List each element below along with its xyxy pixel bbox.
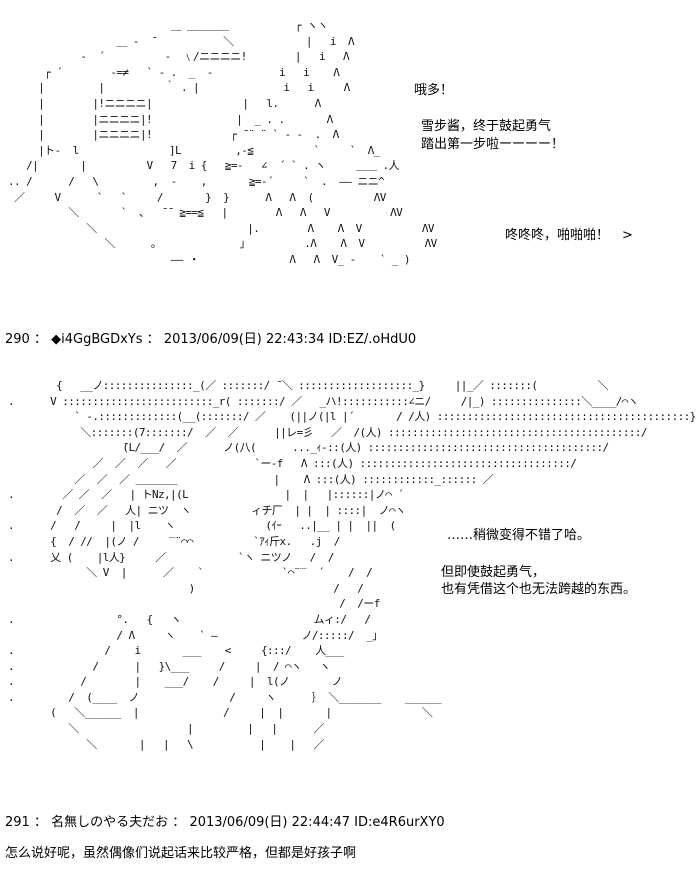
post-date: 2013/06/09(日) 22:43:34 — [163, 332, 325, 347]
dialogue-line-4: 咚咚咚，啪啪啪！ > — [505, 228, 633, 243]
post-header-290: 290 ： ◆i4GgBGDxYs ： 2013/06/09(日) 22:43:… — [5, 332, 416, 348]
poster-id[interactable]: ID:e4R6urXY0 — [354, 815, 445, 830]
poster-name[interactable]: 名無しのやる夫だお — [51, 815, 169, 830]
dialogue-line-6: 但即使鼓起勇气， — [441, 565, 546, 580]
dialogue-line-2: 雪步酱，终于鼓起勇气 — [421, 119, 552, 134]
dialogue-line-1: 哦多！ — [414, 83, 454, 98]
post-header-291: 291 ： 名無しのやる夫だお ： 2013/06/09(日) 22:44:47… — [5, 815, 445, 831]
post-date: 2013/06/09(日) 22:44:47 — [189, 815, 351, 830]
dialogue-line-7: 也有凭借这个也无法跨越的东西。 — [441, 582, 637, 597]
ascii-art-post-290: ＿ ＿＿＿＿ ┌ ヽヽ ＿ - ̄ ＼ | i Λ - ´ - ﹨/ニニニニ! … — [8, 19, 437, 266]
post-number: 290 — [5, 332, 30, 347]
dialogue-line-3: 踏出第一步啦ーーーー！ — [421, 137, 565, 152]
post-number: 291 — [5, 815, 30, 830]
dialogue-line-5: ……稍微变得不错了哈。 — [447, 528, 591, 543]
post-comment-291: 怎么说好呢，虽然偶像们说起话来比较严格，但都是好孩子啊 — [5, 846, 357, 861]
separator: ： — [33, 815, 47, 830]
poster-name[interactable]: ◆i4GgBGDxYs — [51, 332, 143, 347]
ascii-art-post-290-part-2: { __ノ:::::::::::::::_(／ :::::::/ ̄ ＼ :::… — [8, 379, 696, 751]
poster-id[interactable]: ID:EZ/.oHdU0 — [328, 332, 417, 347]
separator: ： — [146, 332, 160, 347]
separator: ： — [172, 815, 186, 830]
separator: ： — [33, 332, 47, 347]
